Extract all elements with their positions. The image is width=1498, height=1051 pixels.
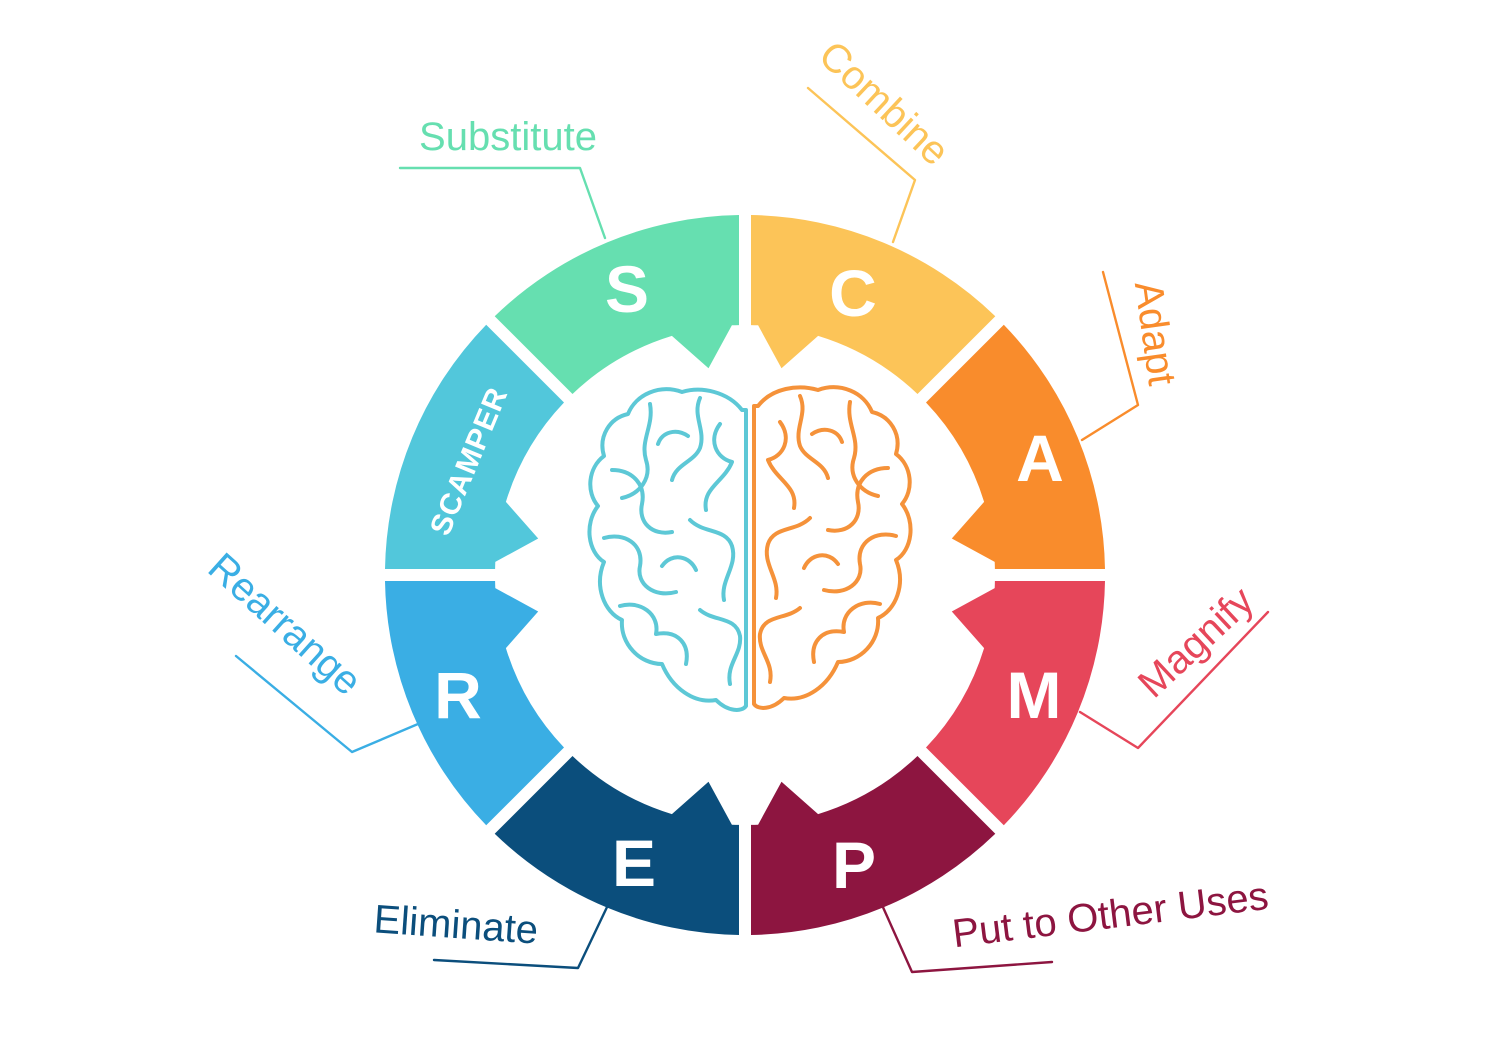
letter-m: M bbox=[1007, 658, 1062, 732]
label-rearrange: Rearrange bbox=[200, 545, 370, 704]
letter-a: A bbox=[1016, 421, 1064, 495]
segment-rearrange bbox=[385, 581, 564, 826]
letter-e: E bbox=[612, 826, 656, 900]
leader-adapt bbox=[1080, 270, 1140, 442]
leader-substitute bbox=[398, 166, 607, 240]
leader-put-to-other-uses bbox=[880, 903, 1054, 974]
segment-combine bbox=[751, 215, 996, 394]
brain-right-hemisphere-icon bbox=[752, 385, 913, 710]
segment-magnify bbox=[926, 581, 1105, 826]
segment-eliminate bbox=[494, 756, 739, 935]
brain-left-hemisphere-icon bbox=[587, 387, 748, 712]
letter-c: C bbox=[829, 256, 877, 330]
letter-s: S bbox=[605, 252, 649, 326]
segment-adapt bbox=[926, 324, 1105, 569]
label-eliminate: Eliminate bbox=[372, 897, 539, 952]
label-put-to-other-uses: Put to Other Uses bbox=[950, 874, 1271, 956]
leader-magnify bbox=[1078, 610, 1270, 750]
segment-substitute bbox=[494, 215, 739, 394]
letter-p: P bbox=[832, 828, 876, 902]
segment-scamper bbox=[385, 324, 564, 569]
label-substitute: Substitute bbox=[419, 115, 597, 159]
brain-left-outline bbox=[587, 387, 748, 712]
letter-r: R bbox=[434, 658, 482, 732]
segment-put-to-other-uses bbox=[751, 756, 996, 935]
leader-combine bbox=[806, 86, 917, 244]
leader-rearrange bbox=[234, 654, 420, 754]
label-adapt: Adapt bbox=[1126, 278, 1184, 388]
leader-eliminate bbox=[432, 903, 610, 970]
brain-right-outline bbox=[752, 385, 913, 710]
